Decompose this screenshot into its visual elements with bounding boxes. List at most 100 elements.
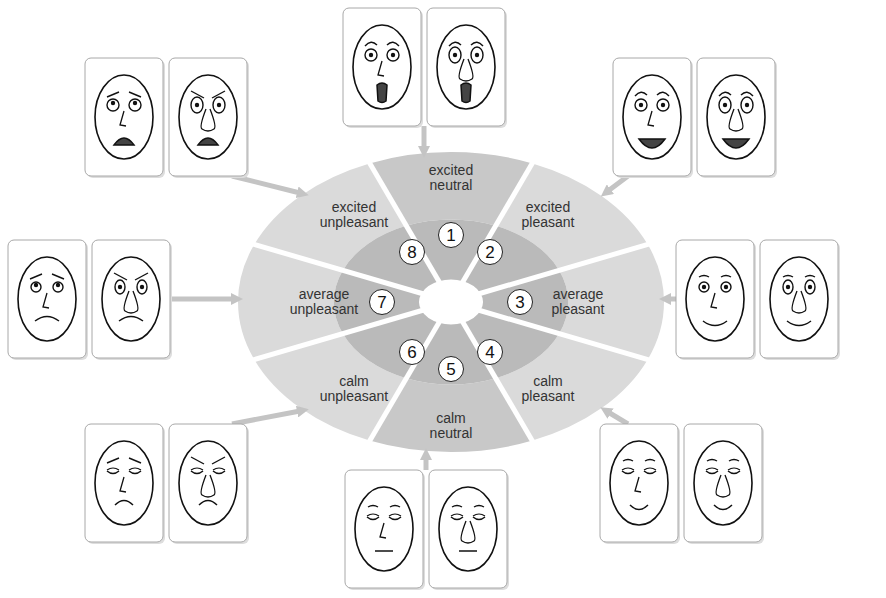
face-drawing bbox=[437, 25, 495, 109]
face-lid bbox=[107, 468, 119, 470]
leader-line bbox=[668, 297, 676, 302]
face-nose bbox=[120, 477, 126, 492]
emotion-sector: excited pleasant 2 bbox=[474, 197, 577, 268]
face-nose bbox=[201, 109, 215, 131]
face-eye bbox=[387, 49, 399, 61]
face-outline bbox=[355, 487, 413, 571]
face-pupil bbox=[724, 285, 728, 289]
face-nose bbox=[43, 293, 49, 308]
callout-number: 4 bbox=[485, 344, 494, 361]
face-pupil bbox=[475, 53, 479, 57]
face-box bbox=[760, 240, 838, 358]
face-pupil bbox=[702, 285, 706, 289]
face-mouth bbox=[459, 550, 477, 552]
face-pupil bbox=[195, 103, 199, 107]
face-lid bbox=[622, 468, 634, 470]
face-nose bbox=[380, 523, 386, 538]
face-nose bbox=[729, 109, 743, 131]
face-box bbox=[429, 470, 507, 588]
face-drawing bbox=[686, 257, 744, 341]
face-mouth bbox=[35, 317, 59, 322]
face-outline bbox=[610, 441, 668, 525]
face-brow bbox=[129, 92, 141, 97]
face-outline bbox=[770, 257, 828, 341]
emotion-sector: average pleasant3 bbox=[504, 284, 607, 321]
face-pupil bbox=[391, 53, 395, 57]
face-box bbox=[169, 58, 247, 176]
face-brow bbox=[191, 91, 204, 98]
face-lid bbox=[191, 468, 203, 470]
face-mouth bbox=[198, 138, 218, 145]
face-drawing bbox=[623, 75, 681, 159]
callout-number: 1 bbox=[446, 227, 455, 244]
sector-number: 8 bbox=[399, 239, 425, 265]
callout-number: 5 bbox=[446, 361, 455, 378]
face-mouth bbox=[703, 321, 727, 326]
face-nose bbox=[124, 291, 138, 313]
face-box bbox=[8, 240, 86, 358]
face-mouth bbox=[114, 138, 134, 145]
face-lid bbox=[367, 514, 379, 516]
face-brow bbox=[390, 506, 400, 508]
face-brow bbox=[474, 506, 484, 508]
face-brow bbox=[129, 458, 141, 463]
sector-label: average pleasant bbox=[552, 287, 605, 318]
face-outline bbox=[623, 75, 681, 159]
face-drawing bbox=[694, 441, 752, 525]
face-lid bbox=[389, 514, 401, 516]
face-box bbox=[684, 424, 762, 542]
face-outline bbox=[95, 75, 153, 159]
face-mouth bbox=[639, 139, 665, 148]
face-drawing bbox=[102, 257, 160, 341]
sector-label: excited pleasant bbox=[522, 200, 575, 231]
face-brow bbox=[471, 42, 483, 46]
face-eye bbox=[191, 471, 203, 474]
face-brow bbox=[212, 91, 225, 98]
face-nose bbox=[461, 521, 475, 543]
face-drawing bbox=[610, 441, 668, 525]
face-outline bbox=[179, 441, 237, 525]
sector-number: 2 bbox=[477, 239, 503, 265]
face-lid bbox=[706, 468, 718, 470]
face-brow bbox=[729, 460, 739, 462]
face-eye bbox=[721, 282, 731, 292]
face-pupil bbox=[723, 103, 727, 107]
face-brow bbox=[449, 42, 461, 46]
face-box bbox=[613, 58, 691, 176]
face-nose bbox=[635, 477, 641, 492]
emotion-sector: excited unpleasant 8 bbox=[317, 197, 428, 268]
face-pupil bbox=[133, 101, 137, 105]
face-mouth bbox=[461, 83, 471, 103]
face-eye bbox=[107, 471, 119, 474]
face-nose bbox=[711, 293, 717, 308]
face-brow bbox=[387, 42, 399, 46]
face-eye bbox=[31, 282, 41, 292]
face-box bbox=[697, 58, 775, 176]
face-box bbox=[85, 58, 163, 176]
face-outline bbox=[439, 487, 497, 571]
leader-line bbox=[232, 411, 300, 424]
callout-number: 6 bbox=[407, 344, 416, 361]
face-eye bbox=[706, 471, 718, 474]
face-pupil bbox=[453, 53, 457, 57]
face-lid bbox=[728, 468, 740, 470]
face-outline bbox=[686, 257, 744, 341]
face-pupil bbox=[34, 283, 38, 287]
face-eye bbox=[115, 280, 125, 294]
face-drawing bbox=[353, 25, 411, 109]
emotion-sector: calm pleasant4 bbox=[474, 336, 577, 407]
sector-number: 4 bbox=[477, 339, 503, 365]
face-brow bbox=[719, 92, 731, 96]
face-nose bbox=[716, 475, 730, 497]
face-outline bbox=[18, 257, 76, 341]
sector-label: excited unpleasant bbox=[320, 200, 389, 231]
face-eye bbox=[213, 471, 225, 474]
face-drawing bbox=[439, 487, 497, 571]
face-eye bbox=[657, 99, 669, 111]
face-pupil bbox=[745, 103, 749, 107]
face-eye bbox=[367, 517, 379, 520]
face-mouth bbox=[119, 317, 143, 322]
face-brow bbox=[699, 276, 709, 278]
face-drawing bbox=[770, 257, 828, 341]
